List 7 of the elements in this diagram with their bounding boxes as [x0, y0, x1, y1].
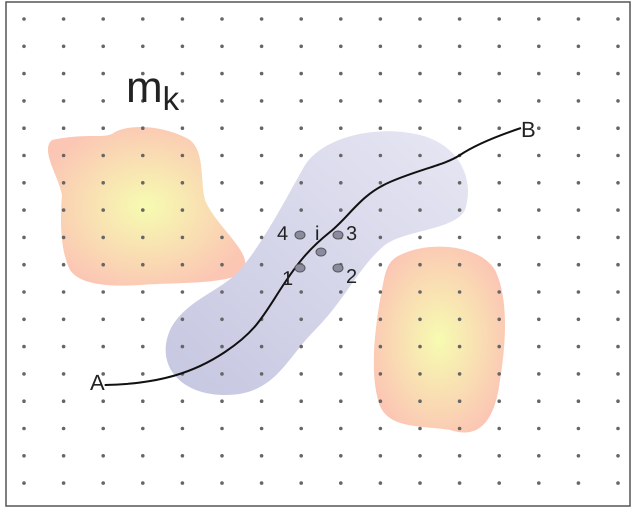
end-label: B [521, 119, 536, 141]
end-label: A [90, 372, 105, 394]
mass-label: m$_{k}$ [126, 66, 180, 110]
point-label: 3 [346, 224, 358, 244]
point-label: 2 [346, 267, 358, 287]
point-label: i [315, 224, 320, 244]
point-label: 4 [277, 224, 288, 244]
